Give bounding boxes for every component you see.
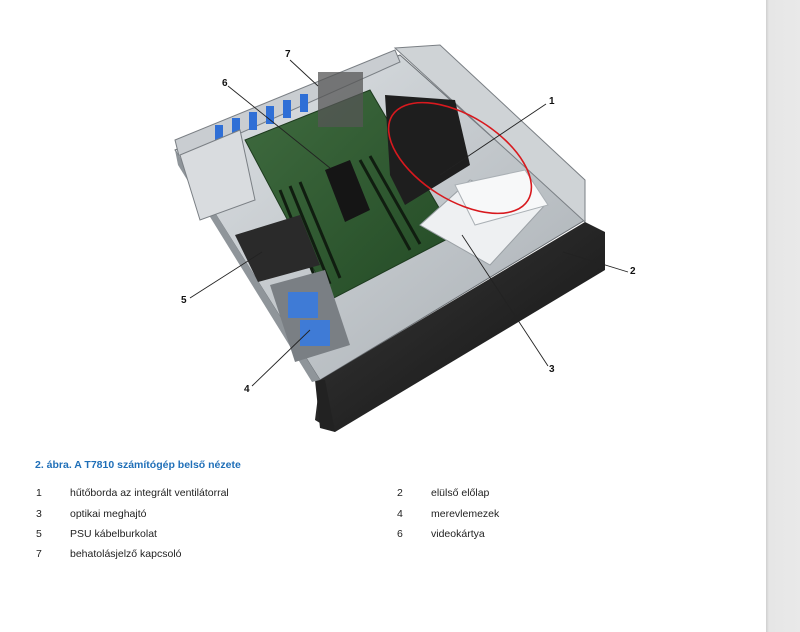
leader-line-3: [461, 234, 549, 367]
legend-number: 4: [397, 508, 403, 520]
legend-label: merevlemezek: [431, 508, 500, 520]
video-card: [325, 160, 370, 222]
legend-number: 6: [397, 528, 403, 540]
leader-line-2: [562, 251, 629, 273]
legend-number: 2: [397, 487, 403, 499]
callout-1: 1: [549, 96, 555, 107]
legend-label: elülső előlap: [431, 487, 490, 499]
legend-number: 5: [36, 528, 42, 540]
legend-label: hűtőborda az integrált ventilátorral: [70, 487, 229, 499]
callout-5: 5: [181, 295, 187, 306]
callout-3: 3: [549, 364, 555, 375]
callout-4: 4: [244, 384, 250, 395]
callout-6: 6: [222, 78, 228, 89]
legend-label: optikai meghajtó: [70, 508, 147, 520]
leader-line-7: [289, 59, 319, 87]
leader-line-4: [251, 329, 311, 387]
legend-number: 7: [36, 548, 42, 560]
document-page: 1 2 3 4 5 6 7 2. ábra. A T7810 számítógé…: [35, 44, 636, 560]
legend-label: PSU kábelburkolat: [70, 528, 157, 540]
legend-number: 1: [36, 487, 42, 499]
legend-label: videokártya: [431, 528, 485, 540]
viewer-background: [766, 0, 800, 632]
psu-cable-shroud: [235, 215, 320, 282]
highlight-ellipse: [387, 101, 533, 215]
leader-line-1: [439, 103, 547, 176]
callout-7: 7: [285, 49, 291, 60]
legend-number: 3: [36, 508, 42, 520]
front-bezel: [315, 222, 605, 432]
leader-line-6: [227, 85, 331, 169]
heatsink-fan: [385, 95, 470, 205]
figure-caption: 2. ábra. A T7810 számítógép belső nézete: [35, 459, 241, 471]
leader-line-5: [189, 251, 263, 299]
callout-2: 2: [630, 266, 636, 277]
chassis-side-frame: [393, 44, 586, 224]
computer-interior-figure: [174, 44, 629, 432]
psu: [179, 129, 256, 221]
legend-label: behatolásjelző kapcsoló: [70, 548, 182, 560]
